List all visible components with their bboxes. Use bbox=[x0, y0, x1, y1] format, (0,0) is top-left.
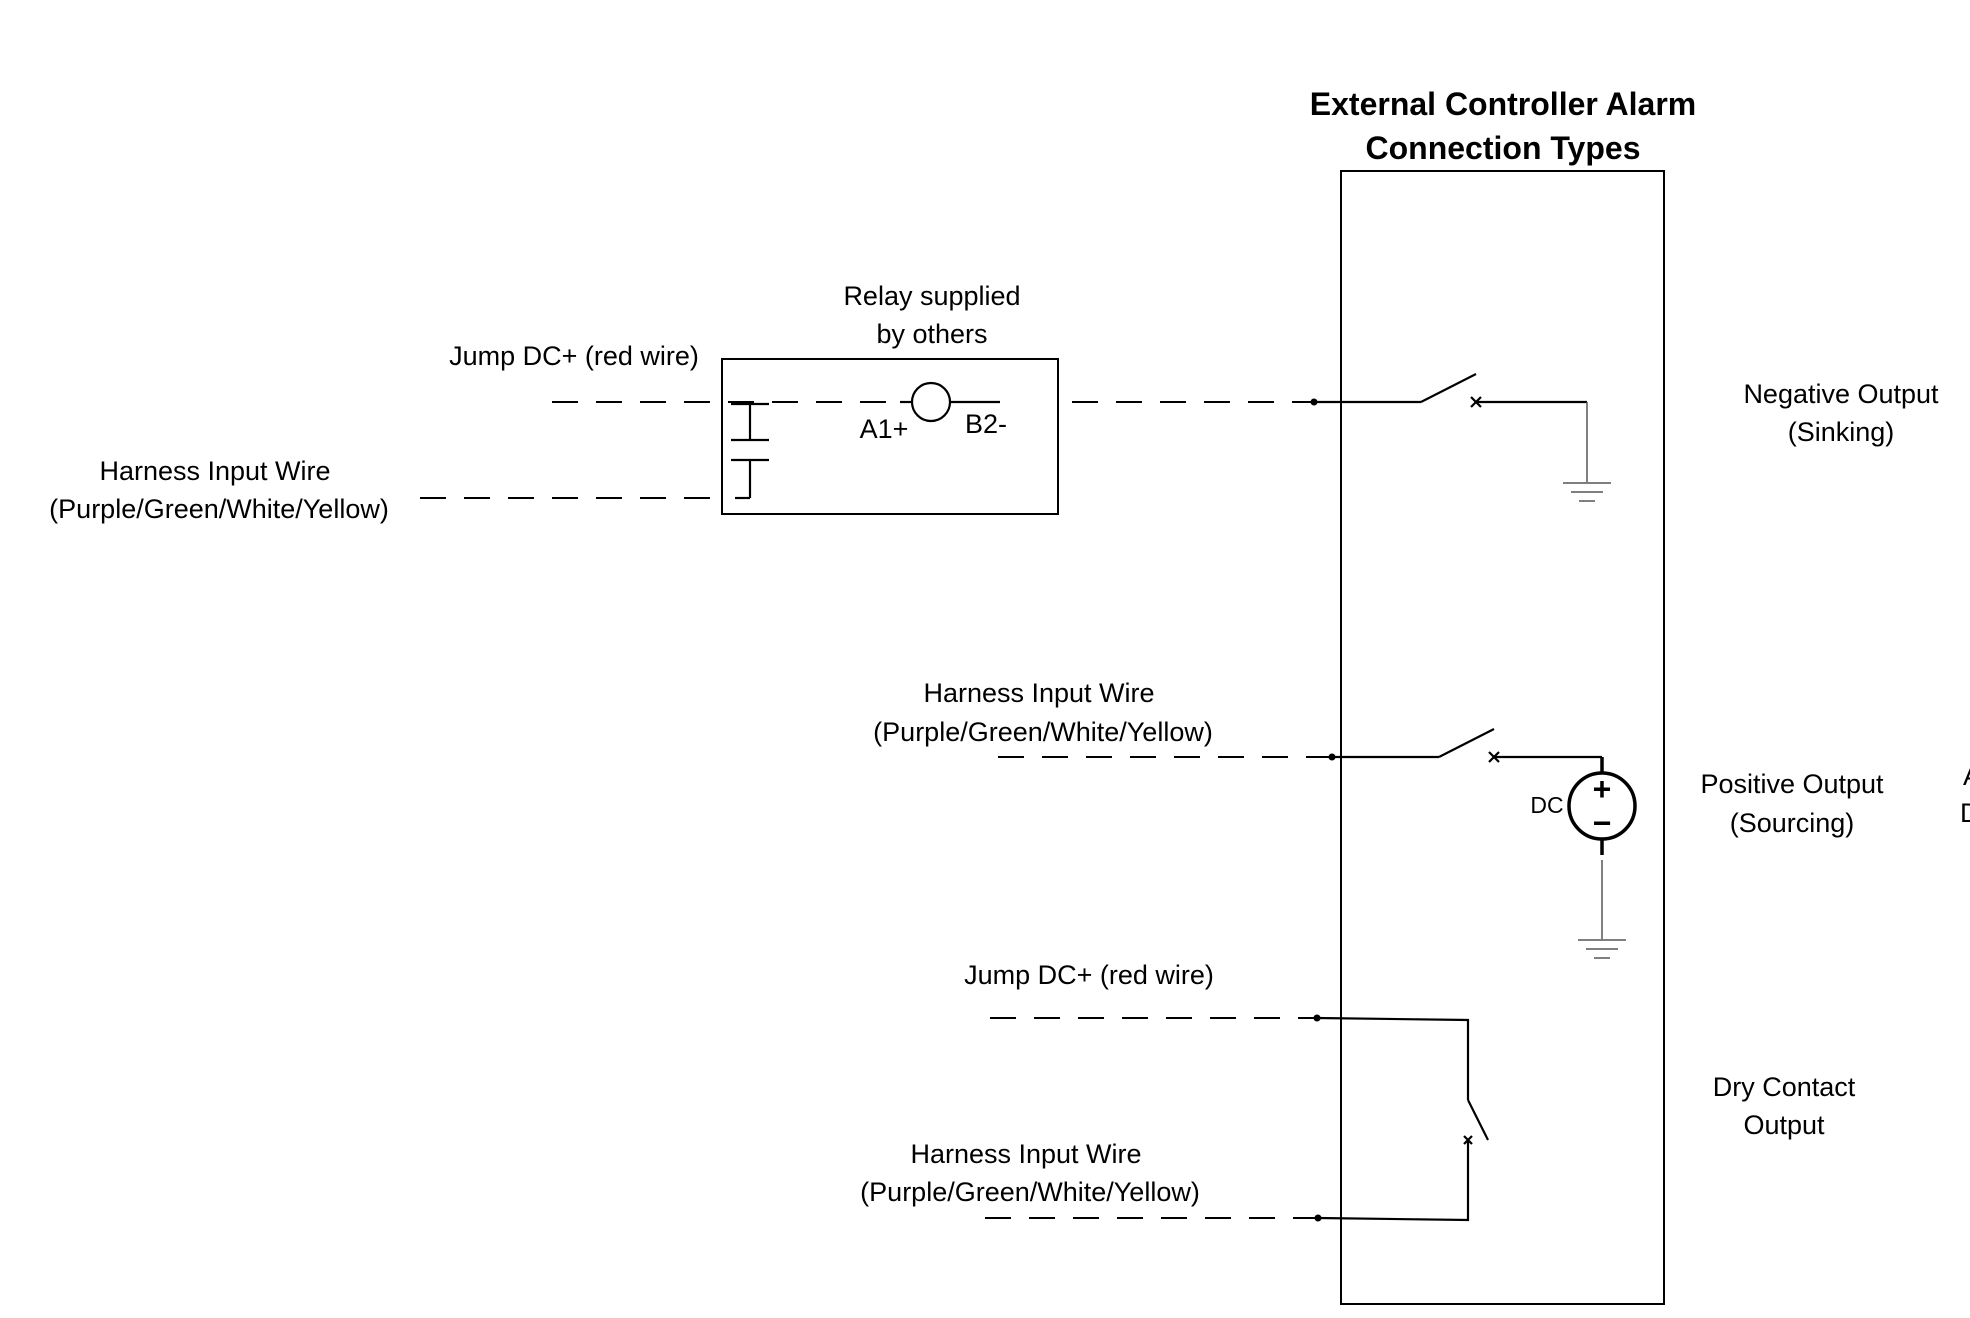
dry-contact-bottom-lead bbox=[1317, 1140, 1470, 1222]
negative-output-label-line2: (Sinking) bbox=[1788, 417, 1895, 447]
terminal-dot-dry-bottom bbox=[1314, 1214, 1322, 1222]
negative-output-label-line1: Negative Output bbox=[1743, 379, 1939, 409]
dc-source-label: DC bbox=[1530, 792, 1563, 818]
harness-top-label-line1: Harness Input Wire bbox=[99, 456, 330, 486]
relay-caption-line1: Relay supplied bbox=[843, 281, 1020, 311]
dry-contact-label-line1: Dry Contact bbox=[1713, 1072, 1856, 1102]
diagram-title-line1: External Controller Alarm bbox=[1310, 86, 1696, 122]
relay-box bbox=[721, 358, 1059, 515]
harness-mid-label-line2: (Purple/Green/White/Yellow) bbox=[873, 717, 1213, 747]
ground-icon bbox=[1563, 482, 1611, 502]
diagram-title-line2: Connection Types bbox=[1366, 130, 1641, 166]
dc-source-minus: − bbox=[1593, 805, 1612, 841]
positive-output-label-line1: Positive Output bbox=[1700, 769, 1884, 799]
jump-dc-bottom-label: Jump DC+ (red wire) bbox=[964, 960, 1214, 990]
harness-top-label-line2: (Purple/Green/White/Yellow) bbox=[49, 494, 389, 524]
relay-terminal-a1: A1+ bbox=[860, 414, 909, 444]
dc-source-plus: + bbox=[1593, 771, 1612, 807]
ground-icon bbox=[1578, 939, 1626, 959]
dry-contact-top-lead bbox=[1316, 1016, 1470, 1100]
harness-bottom-label-line2: (Purple/Green/White/Yellow) bbox=[860, 1177, 1200, 1207]
edge-fragment-2: D bbox=[1960, 798, 1970, 828]
edge-fragment-1: A bbox=[1963, 761, 1970, 791]
relay-terminal-b2: B2- bbox=[965, 409, 1007, 439]
relay-contact-symbol bbox=[731, 402, 769, 500]
harness-mid-label-line1: Harness Input Wire bbox=[923, 678, 1154, 708]
switch-negative-blade bbox=[1420, 373, 1477, 403]
positive-output-label-line2: (Sourcing) bbox=[1730, 808, 1855, 838]
harness-bottom-label-line1: Harness Input Wire bbox=[910, 1139, 1141, 1169]
dry-contact-label-line2: Output bbox=[1743, 1110, 1825, 1140]
jump-dc-top-label: Jump DC+ (red wire) bbox=[449, 341, 699, 371]
controller-box bbox=[1340, 170, 1665, 1305]
relay-coil bbox=[910, 381, 952, 423]
dry-contact-blade bbox=[1467, 1099, 1489, 1141]
relay-caption-line2: by others bbox=[876, 319, 987, 349]
switch-positive-blade bbox=[1438, 728, 1495, 758]
